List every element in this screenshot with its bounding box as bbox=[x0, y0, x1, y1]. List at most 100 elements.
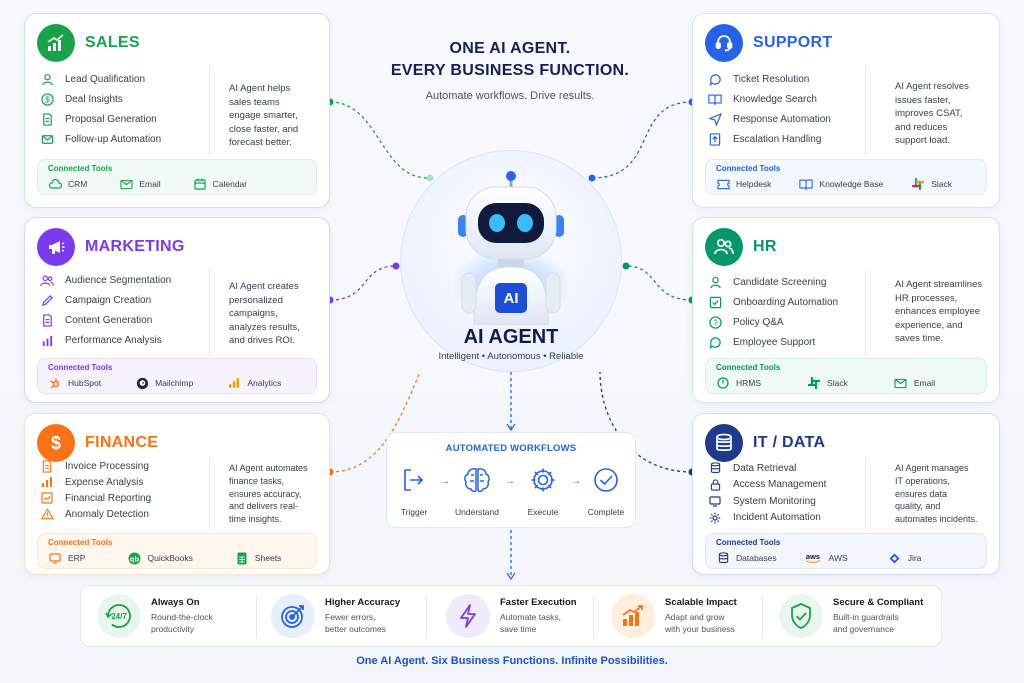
itdata-panel[interactable]: IT / DATA Data Retrieval Access Manageme… bbox=[692, 413, 1000, 575]
chart-growth-icon bbox=[37, 24, 75, 62]
slack-icon bbox=[911, 177, 925, 191]
dollar-icon: $ bbox=[39, 91, 55, 107]
sales-item-label: Proposal Generation bbox=[65, 113, 157, 125]
workflow-title: AUTOMATED WORKFLOWS bbox=[445, 443, 577, 454]
hr-panel[interactable]: HR Candidate Screening Onboarding Automa… bbox=[692, 217, 1000, 403]
finance-item: Expense Analysis bbox=[39, 474, 151, 490]
tool-email[interactable]: Email bbox=[894, 376, 935, 390]
connected-tools: Connected Tools HubSpot Mailchimp Analyt… bbox=[37, 358, 317, 394]
support-item: Escalation Handling bbox=[707, 129, 831, 149]
svg-text:?: ? bbox=[713, 318, 718, 327]
gear-icon bbox=[526, 463, 560, 497]
people-icon bbox=[705, 228, 743, 266]
tool-erp[interactable]: ERP bbox=[48, 551, 85, 565]
footer-tagline: One AI Agent. Six Business Functions. In… bbox=[356, 655, 668, 667]
sales-item-label: Lead Qualification bbox=[65, 73, 146, 85]
tool-knowledge-base[interactable]: Knowledge Base bbox=[799, 177, 883, 191]
mailchimp-icon bbox=[135, 376, 149, 390]
chat-icon bbox=[707, 334, 723, 350]
tool-crm[interactable]: CRM bbox=[48, 177, 87, 191]
arrow-icon: → bbox=[440, 476, 450, 487]
support-panel[interactable]: SUPPORT Ticket Resolution Knowledge Sear… bbox=[692, 13, 1000, 208]
connected-tools: Connected Tools CRM Email Calendar bbox=[37, 159, 317, 195]
tool-jira[interactable]: Jira bbox=[888, 551, 921, 565]
marketing-item: Content Generation bbox=[39, 310, 171, 330]
marketing-item: Audience Segmentation bbox=[39, 270, 171, 290]
connected-tools: Connected Tools Helpdesk Knowledge Base … bbox=[705, 159, 987, 195]
chat-icon bbox=[707, 71, 723, 87]
hr-item: Onboarding Automation bbox=[707, 292, 838, 312]
tool-calendar[interactable]: Calendar bbox=[193, 177, 247, 191]
tool-slack[interactable]: Slack bbox=[807, 376, 848, 390]
workflow-step-trigger: Trigger bbox=[384, 463, 444, 517]
growth-chart-icon bbox=[611, 594, 655, 638]
bar-chart-icon bbox=[39, 474, 55, 490]
invoice-icon bbox=[39, 458, 55, 474]
bar-chart-icon bbox=[39, 332, 55, 348]
panel-title: FINANCE bbox=[85, 434, 159, 451]
tool-helpdesk[interactable]: Helpdesk bbox=[716, 177, 771, 191]
tool-slack[interactable]: Slack bbox=[911, 177, 952, 191]
check-circle-icon bbox=[589, 463, 623, 497]
book-icon bbox=[707, 91, 723, 107]
brain-icon bbox=[460, 463, 494, 497]
support-item: Response Automation bbox=[707, 109, 831, 129]
connected-tools: Connected Tools HRMS Slack Email bbox=[705, 358, 987, 394]
robot-illustration bbox=[451, 171, 571, 325]
tool-analytics[interactable]: Analytics bbox=[227, 376, 281, 390]
cloud-icon bbox=[48, 177, 62, 191]
slack-icon bbox=[807, 376, 821, 390]
target-icon bbox=[271, 594, 315, 638]
arrow-icon: → bbox=[505, 476, 515, 487]
hr-item: Employee Support bbox=[707, 332, 838, 352]
finance-panel[interactable]: $ FINANCE Invoice Processing Expense Ana… bbox=[24, 413, 330, 575]
monitor-icon bbox=[707, 493, 723, 509]
trigger-icon bbox=[397, 463, 431, 497]
agent-tagline: Intelligent • Autonomous • Reliable bbox=[438, 351, 584, 362]
sales-panel[interactable]: SALES Lead Qualification $Deal Insights … bbox=[24, 13, 330, 208]
dollar-icon: $ bbox=[37, 424, 75, 462]
svg-text:aws: aws bbox=[806, 552, 820, 561]
svg-text:$: $ bbox=[51, 433, 61, 453]
panel-title: IT / DATA bbox=[753, 434, 826, 451]
mail-icon bbox=[39, 131, 55, 147]
svg-text:$: $ bbox=[45, 94, 50, 104]
panel-title: SUPPORT bbox=[753, 34, 833, 51]
tool-hubspot[interactable]: HubSpot bbox=[48, 376, 101, 390]
report-icon bbox=[39, 490, 55, 506]
checkbox-icon bbox=[707, 294, 723, 310]
tool-email[interactable]: Email bbox=[119, 177, 161, 191]
hr-item: ?Policy Q&A bbox=[707, 312, 838, 332]
calendar-icon bbox=[193, 177, 207, 191]
tool-databases[interactable]: Databases bbox=[716, 551, 777, 565]
headline-line-2: EVERY BUSINESS FUNCTION. bbox=[390, 62, 630, 79]
tool-sheets[interactable]: Sheets bbox=[235, 551, 281, 565]
itdata-item: System Monitoring bbox=[707, 493, 826, 510]
jira-icon bbox=[888, 551, 902, 565]
lock-icon bbox=[707, 477, 723, 493]
support-item: Ticket Resolution bbox=[707, 69, 831, 89]
quickbooks-icon: qb bbox=[127, 551, 141, 565]
agent-badge: AI bbox=[503, 290, 519, 307]
subtitle: Automate workflows. Drive results. bbox=[425, 90, 595, 102]
finance-item: Invoice Processing bbox=[39, 458, 151, 474]
user-icon bbox=[39, 71, 55, 87]
analytics-icon bbox=[227, 376, 241, 390]
tool-hrms[interactable]: HRMS bbox=[716, 376, 761, 390]
database-icon bbox=[707, 460, 723, 476]
workflow-step-understand: Understand bbox=[447, 463, 507, 517]
sales-item: Lead Qualification bbox=[39, 69, 161, 89]
marketing-panel[interactable]: MARKETING Audience Segmentation Campaign… bbox=[24, 217, 330, 403]
tool-mailchimp[interactable]: Mailchimp bbox=[135, 376, 193, 390]
sales-item-label: Deal Insights bbox=[65, 93, 123, 105]
itdata-item: Incident Automation bbox=[707, 510, 826, 527]
